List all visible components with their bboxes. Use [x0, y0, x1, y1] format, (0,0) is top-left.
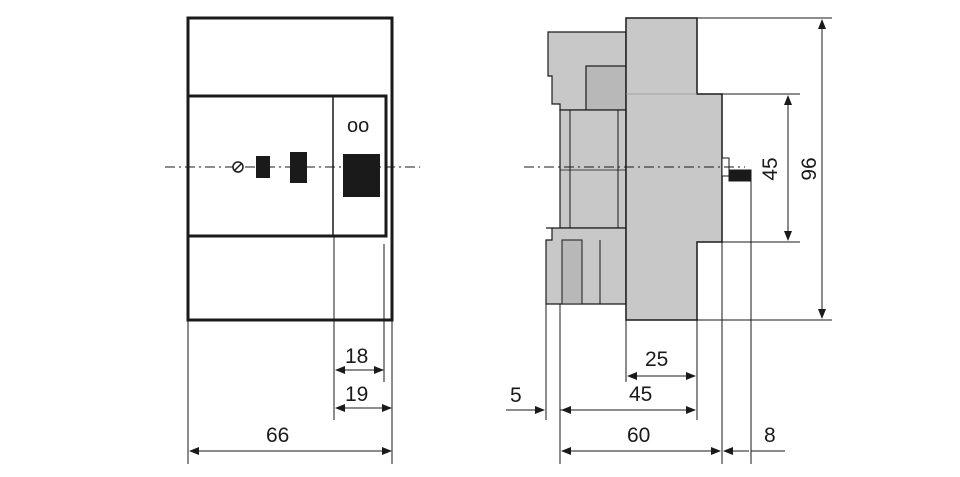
- dim-label-25: 25: [645, 348, 668, 371]
- front-dimension-labels: 18 19 66: [266, 345, 368, 447]
- indicator-medium: [290, 152, 307, 183]
- lower-din-clip: [545, 227, 627, 305]
- rail-body: [559, 109, 627, 229]
- dim-label-60: 60: [627, 424, 650, 447]
- dim-label-96: 96: [798, 157, 821, 180]
- indicator-dots: oo: [347, 115, 369, 137]
- upper-clip-block: [585, 65, 627, 111]
- side-view: [524, 17, 752, 321]
- side-lever-tip: [728, 169, 752, 182]
- dim-label-5: 5: [510, 384, 522, 407]
- side-dimensions: [506, 17, 832, 464]
- dim-label-45-vertical: 45: [759, 157, 782, 180]
- toggle-lever: [343, 154, 380, 197]
- dim-label-18: 18: [345, 345, 368, 368]
- lower-clip-block: [561, 239, 583, 305]
- indicator-small: [256, 156, 270, 178]
- main-body: [625, 17, 723, 321]
- front-view: oo: [165, 16, 420, 464]
- dim-label-45-horizontal: 45: [629, 383, 652, 406]
- screw-slot: [233, 162, 243, 172]
- dim-label-8: 8: [764, 424, 776, 447]
- side-dimension-labels: 96 45 25 45 5 60 8: [510, 157, 821, 447]
- dim-label-19: 19: [345, 383, 368, 406]
- dim-label-66: 66: [266, 424, 289, 447]
- front-face-window: [186, 94, 388, 238]
